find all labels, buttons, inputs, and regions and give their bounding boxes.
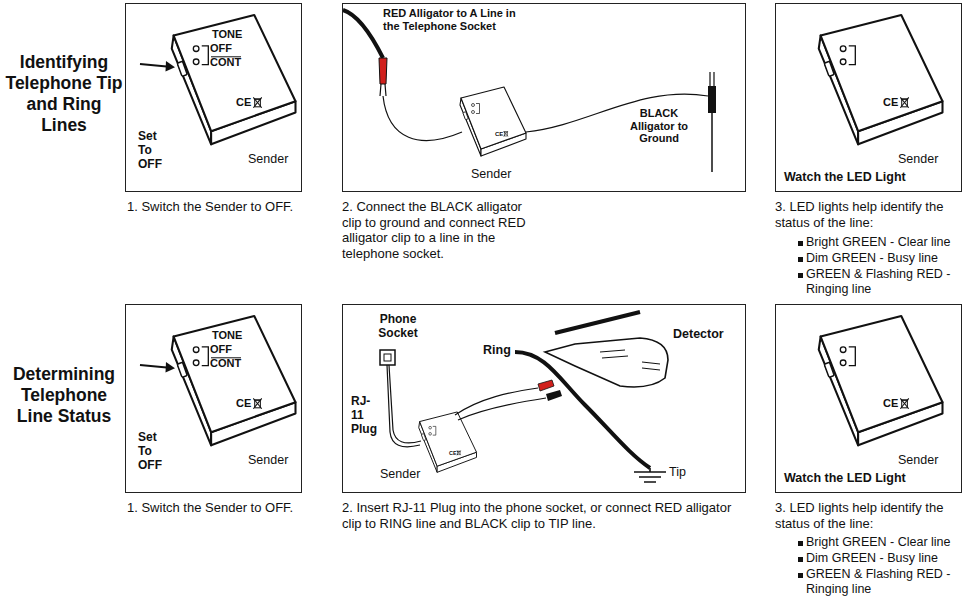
part-name: Detector <box>673 327 724 341</box>
row-heading: Identifying Telephone Tip and Ring Lines <box>3 52 125 136</box>
detector-grip <box>600 350 660 370</box>
pointer-arrow-head <box>166 362 176 373</box>
ce-mark: CE <box>883 96 898 109</box>
callout-text: BLACK Alligator to Ground <box>619 107 699 145</box>
step-caption: 2. Connect the BLACK alligator clip to g… <box>342 199 542 261</box>
part-name: Sender <box>898 152 938 166</box>
red-clip <box>538 380 554 391</box>
socket-port <box>384 354 391 361</box>
bullet-square <box>798 241 803 246</box>
test-lead <box>383 96 462 140</box>
bullet-square <box>798 541 803 546</box>
switch-label: CONT <box>210 357 241 370</box>
sender-drawing <box>419 412 477 472</box>
wire-name: Ring <box>483 343 511 357</box>
rj11-cord <box>387 365 420 447</box>
part-name: Sender <box>898 453 938 467</box>
clip-jaw <box>380 84 386 96</box>
sender-drawing <box>460 87 526 156</box>
switch-label: TONE <box>212 329 242 342</box>
ce-mark: CE <box>236 397 251 410</box>
red-clip <box>379 58 387 84</box>
callout-text: Set To OFF <box>138 130 162 171</box>
detector-probe <box>545 338 668 387</box>
status-bullet: Bright GREEN - Clear line <box>806 535 964 550</box>
line-wire <box>343 10 383 58</box>
ground-lead <box>711 113 713 172</box>
instruction-tag: Watch the LED Light <box>784 471 906 485</box>
test-lead <box>458 398 546 420</box>
step-caption: 3. LED lights help identify the status o… <box>775 199 967 230</box>
clip-jaw <box>710 72 714 86</box>
step-caption: 3. LED lights help identify the status o… <box>775 500 967 531</box>
wire-name: Tip <box>669 465 686 479</box>
switch-label: TONE <box>212 28 242 41</box>
bullet-square <box>798 273 803 278</box>
status-bullet: GREEN & Flashing RED - Ringing line <box>806 567 964 597</box>
step-panel: RED Alligator to A Line in the Telephone… <box>342 3 746 192</box>
black-clip <box>708 86 716 113</box>
step-panel: CE SenderWatch the LED Light <box>775 3 962 192</box>
sender-drawing <box>819 316 943 445</box>
black-clip <box>546 390 562 401</box>
sender-drawing <box>172 15 296 144</box>
bullet-square <box>798 557 803 562</box>
bullet-square <box>798 257 803 262</box>
step-caption: 1. Switch the Sender to OFF. <box>127 199 302 215</box>
status-bullet: GREEN & Flashing RED - Ringing line <box>806 267 964 297</box>
ce-mark: CE <box>449 450 457 456</box>
status-bullet: Dim GREEN - Busy line <box>806 551 964 566</box>
part-name: Sender <box>248 453 288 467</box>
ground-symbol <box>634 468 666 482</box>
ce-mark: CE <box>236 96 251 109</box>
sender-drawing <box>172 316 296 445</box>
switch-label: CONT <box>210 56 241 69</box>
bullet-square <box>798 573 803 578</box>
switch-label: OFF <box>210 343 232 356</box>
sender-drawing <box>819 15 943 144</box>
status-bullet: Bright GREEN - Clear line <box>806 235 964 250</box>
phone-socket <box>380 350 395 365</box>
switch-label: OFF <box>210 42 232 55</box>
pointer-arrow-head <box>166 61 176 72</box>
step-panel: TONEOFFCONT CE Set To OFF Sender <box>125 304 302 493</box>
tip-wire <box>555 312 640 333</box>
row-heading: Determining Telephone Line Status <box>2 364 126 427</box>
part-name: Sender <box>248 152 288 166</box>
step-panel: Phone SocketRJ-11 Plug Ring DetectorCE Send… <box>342 304 746 493</box>
part-name: Sender <box>471 167 511 181</box>
status-bullet: Dim GREEN - Busy line <box>806 251 964 266</box>
step-panel: CE SenderWatch the LED Light <box>775 304 962 493</box>
ce-mark: CE <box>883 397 898 410</box>
callout-text: RED Alligator to A Line in the Telephone… <box>383 7 533 32</box>
callout-text: Set To OFF <box>138 431 162 472</box>
step-caption: 2. Insert RJ-11 Plug into the phone sock… <box>342 500 746 531</box>
instruction-tag: Watch the LED Light <box>784 170 906 184</box>
part-name: Sender <box>380 467 420 481</box>
ce-mark: CE <box>495 131 503 138</box>
part-name: Phone Socket <box>365 313 431 341</box>
step-panel: TONEOFFCONT CE Set To OFF Sender <box>125 3 302 192</box>
rj11-cord <box>389 365 421 443</box>
part-name: RJ-11 Plug <box>351 395 377 436</box>
step-caption: 1. Switch the Sender to OFF. <box>127 500 302 516</box>
